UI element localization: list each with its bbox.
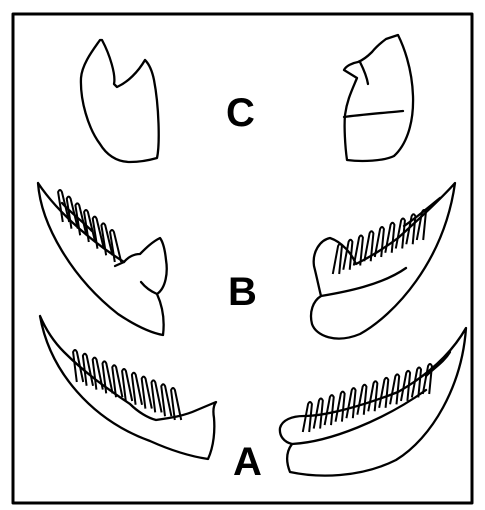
element-b-left [38,183,167,335]
denticle [357,385,366,415]
denticle [122,369,132,401]
denticle [171,388,181,420]
label-b: B [228,272,257,312]
element-a-right [280,328,466,476]
denticle [325,395,334,425]
denticle [375,227,384,257]
denticle [368,381,377,411]
element-b-right [311,183,455,339]
denticle [314,399,323,429]
denticle [390,374,399,404]
denticle [385,223,394,253]
denticle [401,371,410,401]
denticle [333,244,342,274]
denticle [151,380,161,412]
denticle [142,377,152,409]
denticle [346,388,355,418]
element-a-left-denticles [73,350,181,420]
denticle [336,392,345,422]
denticle [343,240,352,270]
element-b-left-denticles [58,190,121,262]
element-c-right [344,35,413,161]
denticle [161,384,171,416]
element-a-left [40,316,216,459]
denticle [354,236,363,266]
label-a: A [233,442,262,482]
denticle [93,358,103,390]
denticle [379,378,388,408]
element-c-left [81,40,159,162]
denticle [396,219,405,249]
element-b-right-denticles [333,210,426,274]
denticle [132,373,142,405]
denticle [83,354,93,386]
label-c: C [226,93,255,133]
